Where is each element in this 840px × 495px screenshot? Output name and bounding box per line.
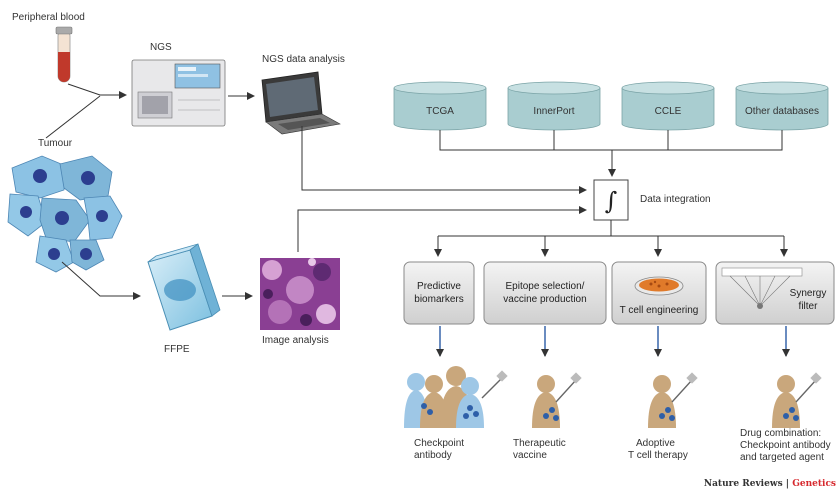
predictive-biomarkers-box: Predictive biomarkers (403, 261, 475, 325)
box-label: biomarkers (414, 294, 463, 305)
outcome-label: vaccine (513, 450, 547, 461)
synergy-filter-box: Synergy filter (715, 261, 835, 325)
blood-to-ngs-arrow (67, 83, 127, 99)
patient-group-icon (404, 366, 508, 428)
database-label: CCLE (655, 106, 682, 117)
tumour-cells-icon (7, 155, 123, 273)
application-bracket (438, 220, 784, 237)
integration-node: ∫ (593, 179, 629, 221)
box-label: filter (799, 301, 819, 312)
outcome-label: antibody (414, 450, 452, 461)
tumour-to-ngs-arrow (45, 95, 101, 139)
outcome-label: and targeted agent (740, 452, 824, 463)
outcome-label: T cell therapy (628, 450, 688, 461)
laptop-icon (261, 71, 341, 135)
database-label: InnerPort (533, 106, 574, 117)
integration-label: Data integration (640, 194, 711, 205)
ngs-label: NGS (150, 42, 172, 53)
filter-network-icon (721, 267, 803, 309)
journal-credit: Nature Reviews | Genetics (704, 479, 836, 489)
journal-name: Nature Reviews (704, 479, 783, 489)
peripheral-blood-label: Peripheral blood (12, 12, 85, 23)
outcome-label: Checkpoint antibody (740, 440, 831, 451)
box-label: vaccine production (503, 294, 586, 305)
tumour-to-ffpe-arrow (61, 261, 141, 300)
ngs-analysis-to-integration-arrow (301, 126, 587, 194)
journal-section: Genetics (792, 479, 836, 489)
tumour-label: Tumour (38, 138, 73, 149)
epitope-selection-box: Epitope selection/ vaccine production (483, 261, 607, 325)
outcome-label: Checkpoint (414, 438, 464, 449)
image-to-integration-arrow (297, 206, 587, 252)
database-innerport: InnerPort (507, 81, 601, 131)
database-other: Other databases (735, 81, 829, 131)
database-tcga: TCGA (393, 81, 487, 131)
integral-icon: ∫ (605, 187, 618, 215)
box-label: Synergy (790, 288, 827, 299)
ffpe-block-icon (147, 243, 221, 331)
ffpe-label: FFPE (164, 344, 190, 355)
box-label: Predictive (417, 281, 461, 292)
ngs-analysis-label: NGS data analysis (262, 54, 345, 65)
outcome-label: Adoptive (636, 438, 675, 449)
database-ccle: CCLE (621, 81, 715, 131)
box-label: T cell engineering (620, 305, 699, 316)
image-analysis-label: Image analysis (262, 335, 329, 346)
sequencer-icon (131, 59, 226, 127)
patient-drug-combination-icon (772, 372, 822, 428)
box-label: Epitope selection/ (506, 281, 585, 292)
database-label: TCGA (426, 106, 454, 117)
petri-dish-icon (634, 276, 684, 296)
patient-tcell-icon (648, 372, 698, 428)
patient-vaccine-icon (532, 372, 582, 428)
outcome-label: Therapeutic (513, 438, 566, 449)
database-label: Other databases (745, 106, 819, 117)
t-cell-engineering-box: T cell engineering (611, 261, 707, 325)
histology-image (260, 258, 340, 330)
blood-tube-icon (55, 26, 73, 83)
outcome-label: Drug combination: (740, 428, 821, 439)
database-bracket (439, 130, 783, 151)
credit-separator: | (783, 479, 793, 489)
